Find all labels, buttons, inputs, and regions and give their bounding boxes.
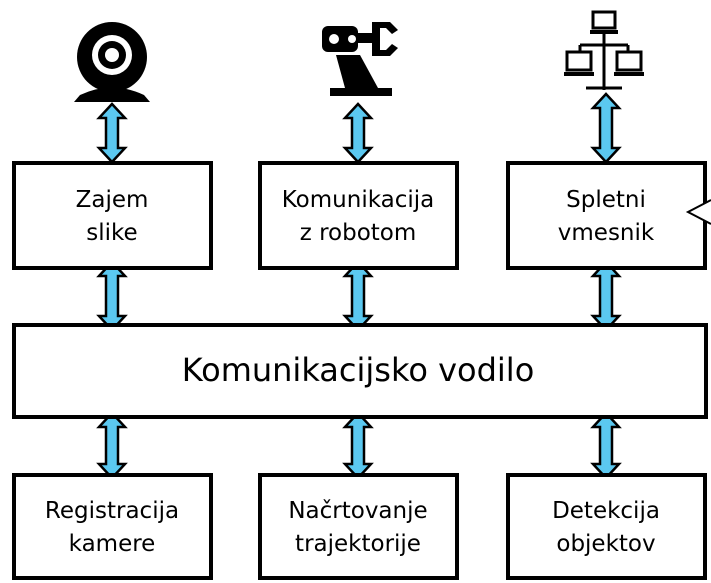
box-bus: Komunikacijsko vodilo <box>12 323 708 419</box>
box-detection-line1: Detekcija <box>552 498 660 524</box>
box-web: Spletni vmesnik <box>506 161 711 270</box>
box-trajectory-line1: Načrtovanje <box>288 498 427 524</box>
robot-arm-icon <box>322 22 398 96</box>
double-arrow-4 <box>96 260 128 332</box>
double-arrow-7 <box>96 411 128 480</box>
box-robot-line1: Komunikacija <box>282 187 435 213</box>
box-web-line2: vmesnik <box>558 220 655 246</box>
double-arrow-9 <box>590 411 622 480</box>
box-web-line1: Spletni <box>566 187 646 213</box>
box-camera-line1: Zajem <box>76 187 149 213</box>
double-arrow-1 <box>96 102 128 164</box>
box-registration-line1: Registracija <box>45 498 179 524</box>
box-trajectory: Načrtovanje trajektorije <box>258 473 459 580</box>
box-registration: Registracija kamere <box>12 473 213 580</box>
box-detection-line2: objektov <box>556 531 655 557</box>
network-computers-icon <box>564 10 644 90</box>
box-robot: Komunikacija z robotom <box>258 161 459 270</box>
box-bus-label: Komunikacijsko vodilo <box>182 351 535 389</box>
webcam-icon <box>74 22 150 102</box>
box-camera-line2: slike <box>86 220 137 246</box>
box-registration-line2: kamere <box>69 531 156 557</box>
double-arrow-5 <box>342 260 374 332</box>
box-robot-line2: z robotom <box>300 220 417 246</box>
arrows-layer <box>96 92 622 480</box>
double-arrow-6 <box>590 260 622 332</box>
box-camera: Zajem slike <box>12 161 213 270</box>
double-arrow-3 <box>590 92 622 164</box>
double-arrow-2 <box>342 102 374 164</box>
double-arrow-8 <box>342 411 374 480</box>
box-trajectory-line2: trajektorije <box>295 531 421 557</box>
box-detection: Detekcija objektov <box>506 473 707 580</box>
